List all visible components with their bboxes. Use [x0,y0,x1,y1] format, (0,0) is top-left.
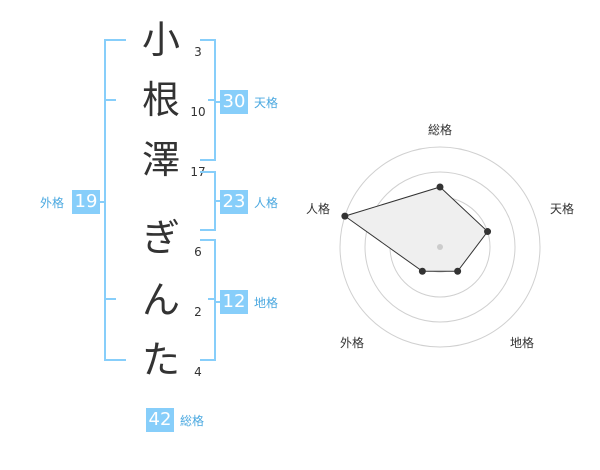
tenkaku-connector [214,101,222,103]
chikaku-value: 12 [222,291,246,312]
chikaku-bracket [200,239,216,361]
name-char-5: ん [141,278,180,322]
tenkaku-label: 天格 [254,96,279,110]
radar-label-gaikaku: 外格 [340,336,365,350]
radar-center-dot [437,244,443,250]
jinkaku-badge: 23 [220,190,248,214]
radar-label-soukaku: 総格 [428,123,453,137]
name-char-2: 根 [141,78,180,122]
name-char-3: 澤 [141,138,180,182]
stroke-count-2: 10 [190,105,206,119]
gaikaku-bracket-tick-2 [104,298,116,300]
stroke-count-5: 2 [194,305,202,319]
radar-chart [339,146,541,348]
radar-point-総格 [436,183,444,191]
stroke-count-1: 3 [194,45,202,59]
tenkaku-value: 30 [222,91,246,112]
radar-ring-4 [339,146,541,348]
name-char-6: た [141,338,180,382]
radar-point-天格 [484,228,492,236]
chikaku-connector [214,301,222,303]
gaikaku-badge: 19 [72,190,100,214]
radar-point-人格 [341,212,349,220]
stroke-count-3: 17 [190,165,206,179]
radar-label-jinkaku: 人格 [306,202,331,216]
jinkaku-value: 23 [222,191,246,212]
radar-polygon [343,186,489,272]
gaikaku-value: 19 [74,191,98,212]
chikaku-bracket-tick [208,298,216,300]
chikaku-label: 地格 [254,296,279,310]
tenkaku-bracket-tick [208,99,216,101]
jinkaku-label: 人格 [254,196,279,210]
radar-point-外格 [418,267,426,275]
radar-point-地格 [454,267,462,275]
stroke-count-6: 4 [194,365,202,379]
soukaku-label: 総格 [180,414,205,428]
radar-label-tenkaku: 天格 [550,202,575,216]
radar-points [341,183,492,275]
name-char-4: ぎ [141,216,180,260]
tenkaku-badge: 30 [220,90,248,114]
gaikaku-label: 外格 [40,196,65,210]
name-char-1: 小 [141,18,180,62]
radar-ring-3 [364,171,516,323]
gaikaku-bracket-tick-1 [104,99,116,101]
gaikaku-connector [98,201,106,203]
stroke-count-4: 6 [194,245,202,259]
chikaku-badge: 12 [220,290,248,314]
gaikaku-bracket [104,39,126,361]
soukaku-value: 42 [148,409,172,430]
jinkaku-connector [214,200,222,202]
soukaku-badge: 42 [146,408,174,432]
radar-label-chikaku: 地格 [510,336,535,350]
